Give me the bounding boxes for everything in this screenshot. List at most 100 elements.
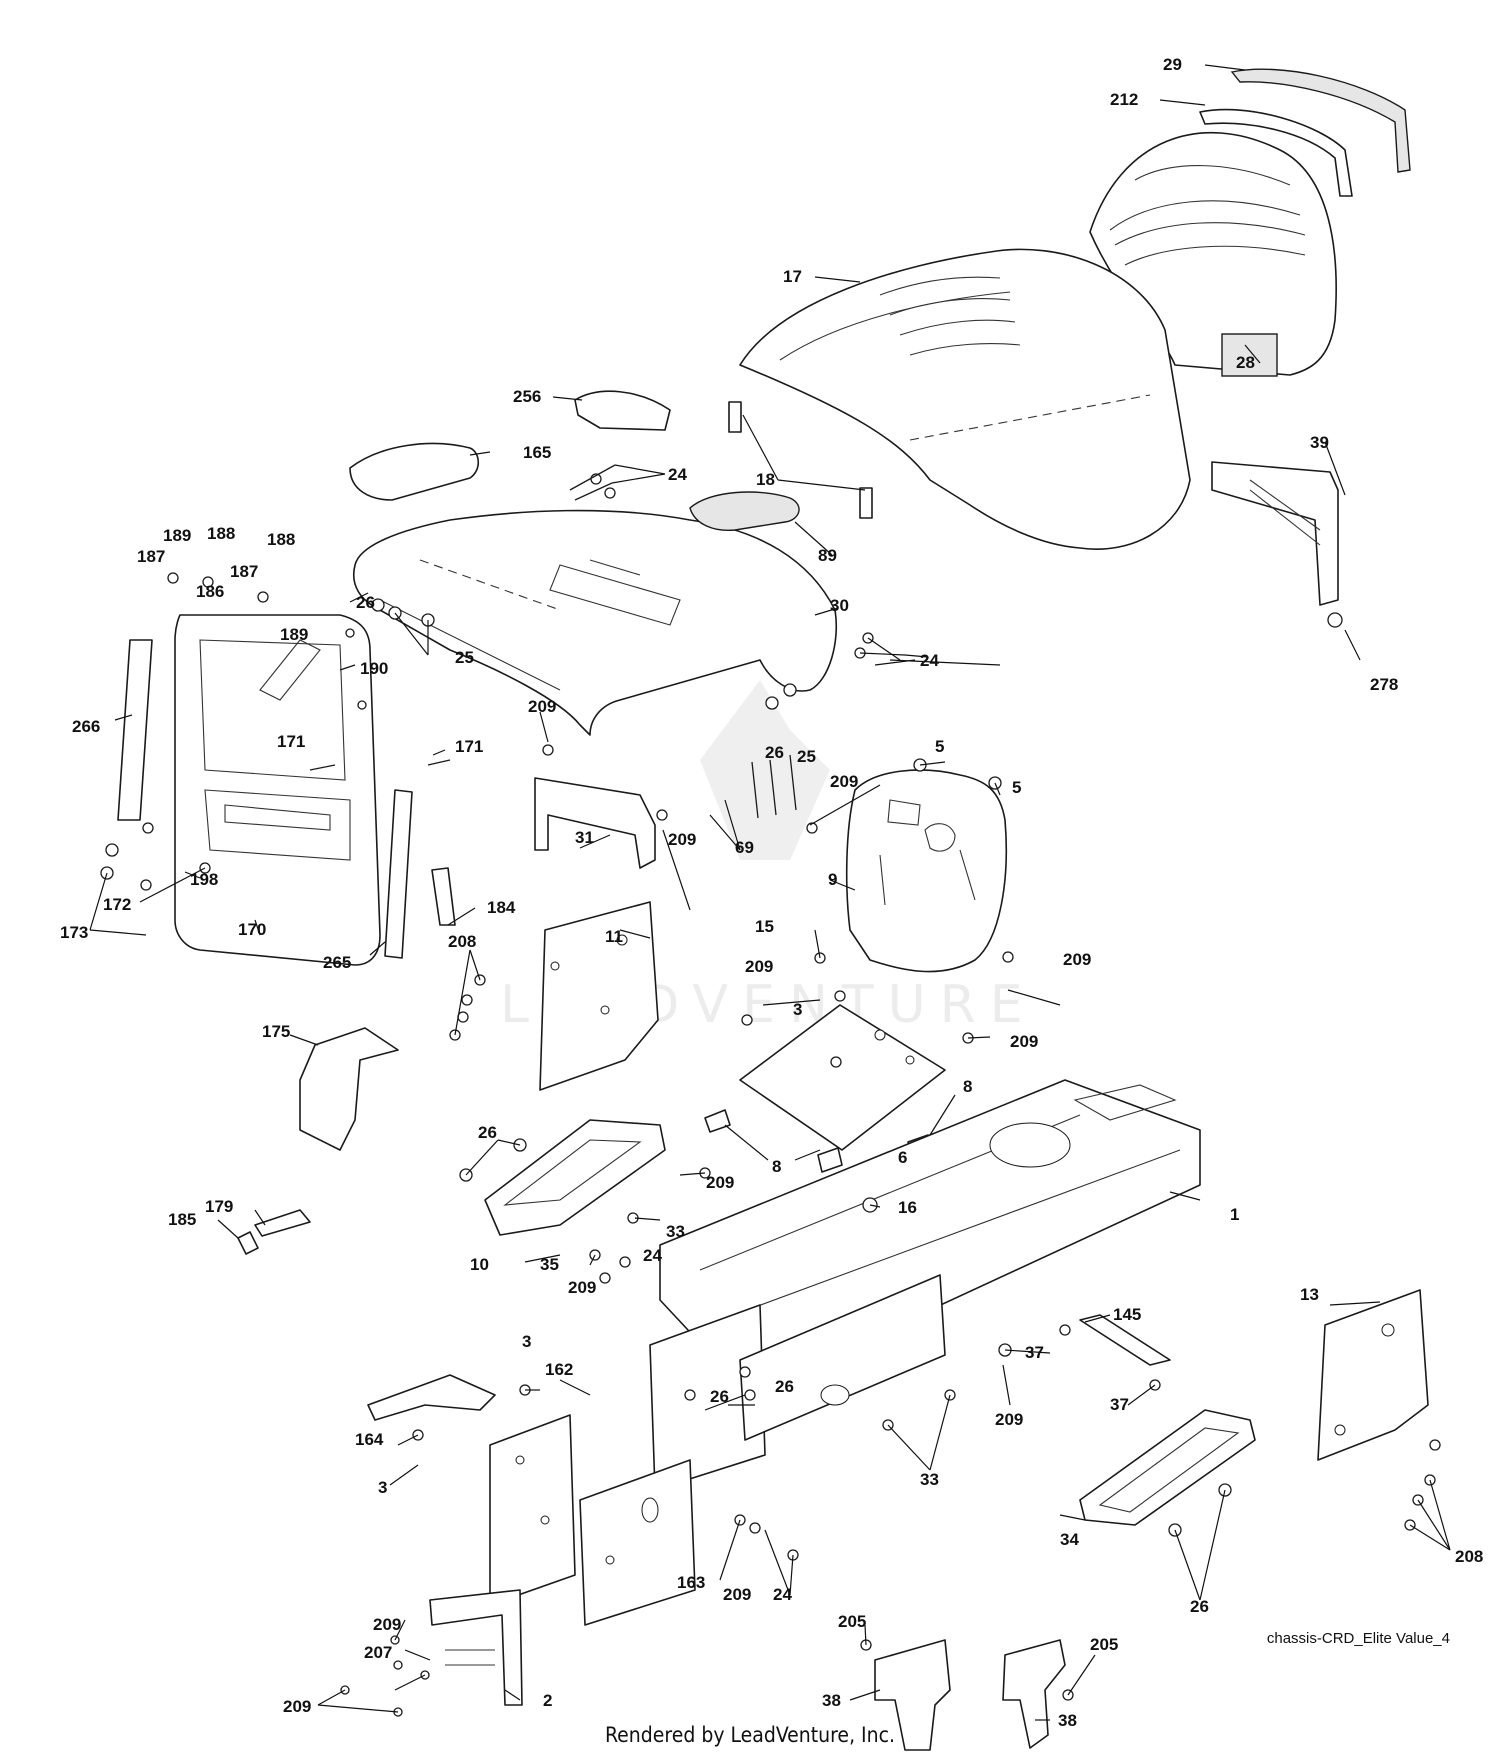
hood-bracket-39 xyxy=(1211,461,1339,606)
callout-209-h: 209 xyxy=(568,1278,596,1297)
callout-162: 162 xyxy=(545,1360,573,1379)
callout-205-a: 205 xyxy=(838,1612,866,1631)
callout-26-b: 26 xyxy=(765,743,784,762)
callout-17: 17 xyxy=(783,267,802,286)
callout-26-e: 26 xyxy=(710,1387,729,1406)
callout-163: 163 xyxy=(677,1573,705,1592)
callout-209-c: 209 xyxy=(668,830,696,849)
callout-208-a: 208 xyxy=(448,932,476,951)
callout-212: 212 xyxy=(1110,90,1138,109)
cover-256 xyxy=(574,390,671,431)
callout-266: 266 xyxy=(72,717,100,736)
callout-2: 2 xyxy=(543,1691,552,1710)
bar-145 xyxy=(1079,1314,1171,1366)
callout-189-a: 189 xyxy=(163,526,191,545)
callout-10: 35 xyxy=(540,1255,559,1274)
callout-187-a: 187 xyxy=(137,547,165,566)
callout-18: 18 xyxy=(756,470,775,489)
callout-35-a: 33 xyxy=(666,1222,685,1241)
dash-trim-265 xyxy=(384,789,413,959)
callout-207: 207 xyxy=(364,1643,392,1662)
callout-69: 69 xyxy=(735,838,754,857)
callout-16: 16 xyxy=(898,1198,917,1217)
callout-209-k: 209 xyxy=(373,1615,401,1634)
bracket-31 xyxy=(534,777,656,869)
main-frame xyxy=(659,1079,1201,1376)
callout-35-b: 33 xyxy=(920,1470,939,1489)
side-panel-11 xyxy=(539,901,659,1091)
callout-5-a: 5 xyxy=(935,737,944,756)
callout-164: 164 xyxy=(355,1430,384,1449)
callout-170: 170 xyxy=(238,920,266,939)
callout-8-a: 8 xyxy=(963,1077,972,1096)
bracket-184 xyxy=(431,867,456,926)
dash-panel xyxy=(174,614,381,966)
hood-trim-212 xyxy=(1199,108,1353,197)
bracket-38-left xyxy=(874,1639,951,1751)
callout-171-a: 171 xyxy=(455,737,483,756)
callout-6: 6 xyxy=(898,1148,907,1167)
callout-189-b: 189 xyxy=(280,625,308,644)
callout-145: 145 xyxy=(1113,1305,1141,1324)
callout-26-d: 26 xyxy=(775,1377,794,1396)
callout-31: 31 xyxy=(575,828,594,847)
callout-1: 1 xyxy=(1230,1205,1239,1224)
callout-3-c: 3 xyxy=(378,1478,387,1497)
callout-25-b: 25 xyxy=(797,747,816,766)
plate-162 xyxy=(489,1414,576,1606)
footrest-33 xyxy=(484,1119,666,1236)
callout-38-b: 38 xyxy=(1058,1711,1077,1730)
seat-cover-165 xyxy=(349,442,480,501)
callout-33: 10 xyxy=(470,1255,489,1274)
footer-credit: Rendered by LeadVenture, Inc. xyxy=(605,1723,895,1747)
callout-9: 9 xyxy=(828,870,837,889)
callout-173: 173 xyxy=(60,923,88,942)
callout-3-a: 3 xyxy=(793,1000,802,1019)
callout-13: 13 xyxy=(1300,1285,1319,1304)
callout-198: 198 xyxy=(190,870,218,889)
callout-172: 172 xyxy=(103,895,131,914)
callout-37-a: 37 xyxy=(1025,1343,1044,1362)
callout-5-b: 5 xyxy=(1012,778,1021,797)
lever-cover-89 xyxy=(689,491,800,532)
callout-15: 15 xyxy=(755,917,774,936)
callout-187-b: 187 xyxy=(230,562,258,581)
callout-209-e: 209 xyxy=(745,957,773,976)
callout-8-b: 8 xyxy=(772,1157,781,1176)
callout-26-a: 26 xyxy=(356,593,375,612)
bracket-38-right xyxy=(1002,1639,1066,1749)
footrest-34 xyxy=(1079,1409,1256,1526)
callout-188-a: 188 xyxy=(207,524,235,543)
callout-37-b: 37 xyxy=(1110,1395,1129,1414)
callout-209-g: 209 xyxy=(706,1173,734,1192)
callout-34: 34 xyxy=(1060,1530,1079,1549)
callout-24-bottom: 24 xyxy=(773,1585,792,1604)
callout-labels: 29 212 17 28 256 165 24 18 89 39 189 188… xyxy=(60,55,1483,1730)
dash-trim-266 xyxy=(117,639,153,821)
callout-25-a: 25 xyxy=(455,648,474,667)
callout-209-j: 209 xyxy=(723,1585,751,1604)
callout-38-a: 38 xyxy=(822,1691,841,1710)
callout-184: 184 xyxy=(487,898,516,917)
callout-185: 185 xyxy=(168,1210,196,1229)
callout-171-b: 171 xyxy=(277,732,305,751)
hood-bumper-18 xyxy=(728,401,873,519)
callout-26-c: 26 xyxy=(478,1123,497,1142)
callout-28: 28 xyxy=(1236,353,1255,372)
callout-24-right: 24 xyxy=(920,651,939,670)
fender xyxy=(353,509,838,736)
tank-shroud-9 xyxy=(845,769,1008,973)
plate-6 xyxy=(739,1004,946,1151)
bracket-164 xyxy=(367,1374,496,1421)
callout-29: 29 xyxy=(1163,55,1182,74)
bracket-2 xyxy=(429,1589,523,1706)
callout-278: 278 xyxy=(1370,675,1398,694)
callout-190: 190 xyxy=(360,659,388,678)
clip-185 xyxy=(237,1231,259,1255)
callout-24-top: 24 xyxy=(668,465,687,484)
callout-26-f: 26 xyxy=(1190,1597,1209,1616)
callout-209-b: 209 xyxy=(830,772,858,791)
callout-89: 89 xyxy=(818,546,837,565)
heat-shield-175 xyxy=(299,1027,399,1151)
